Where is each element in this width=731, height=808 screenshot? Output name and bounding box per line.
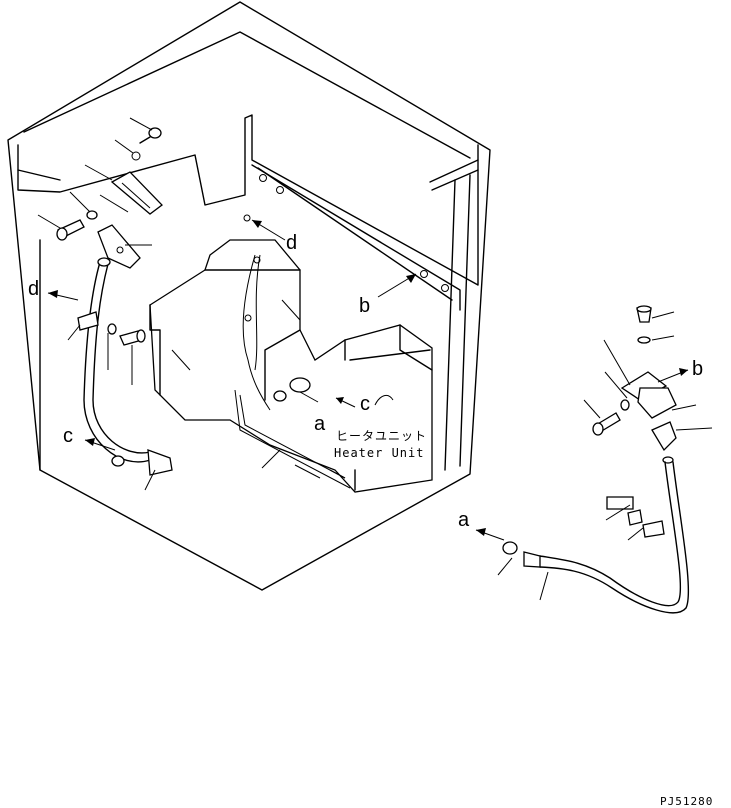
label-c: c — [360, 393, 370, 415]
label-d-left: d — [28, 278, 40, 300]
label-a: a — [314, 413, 326, 435]
detached-hose-assembly — [475, 305, 713, 614]
label-b: b — [359, 295, 371, 317]
label-d: d — [286, 232, 298, 254]
label-b-sub: b — [692, 358, 704, 380]
heater-unit-label-jp: ヒータユニット — [336, 429, 428, 443]
leader-lines — [37, 117, 301, 491]
drawing-code: PJ51280 — [660, 795, 714, 808]
cab-enclosure — [7, 1, 491, 591]
label-a-sub: a — [458, 509, 470, 531]
heater-unit-label-en: Heater Unit — [334, 446, 425, 460]
label-c-left: c — [63, 425, 73, 447]
heater-unit — [149, 239, 433, 493]
left-bracket-assembly — [56, 127, 173, 476]
arrows-main — [47, 219, 417, 451]
